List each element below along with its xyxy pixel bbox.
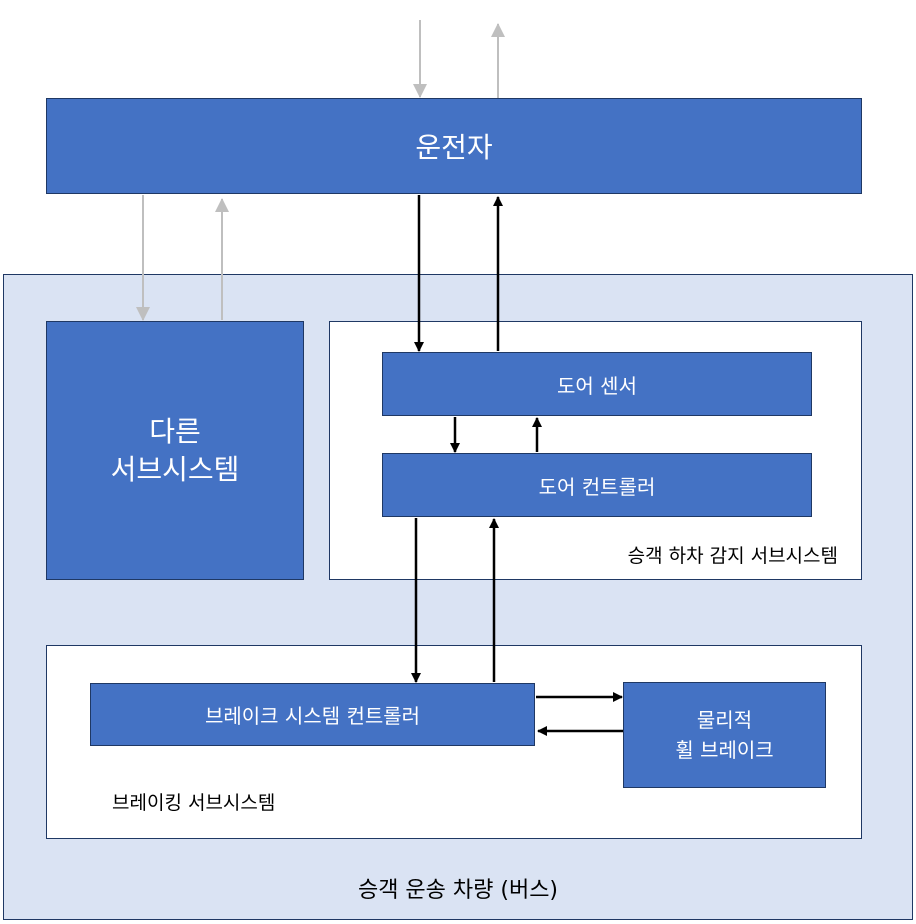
driver-block: 운전자 xyxy=(46,98,862,194)
door-subsystem-label: 승객 하차 감지 서브시스템 xyxy=(627,545,838,567)
braking-subsystem-label: 브레이킹 서브시스템 xyxy=(112,792,276,814)
wheel-brake-block: 물리적 휠 브레이크 xyxy=(623,682,826,788)
door-controller-block: 도어 컨트롤러 xyxy=(382,453,812,517)
brake-controller-block: 브레이크 시스템 컨트롤러 xyxy=(90,683,535,746)
door-sensor-label: 도어 센서 xyxy=(557,373,637,398)
driver-label: 운전자 xyxy=(415,131,493,164)
other-subsystem-label-line1: 다른 xyxy=(149,414,201,448)
brake-controller-label: 브레이크 시스템 컨트롤러 xyxy=(204,704,421,728)
door-sensor-block: 도어 센서 xyxy=(382,352,812,416)
door-controller-label: 도어 컨트롤러 xyxy=(538,474,656,499)
wheel-brake-label-line1: 물리적 xyxy=(696,708,753,732)
other-subsystem-block: 다른 서브시스템 xyxy=(46,321,304,580)
wheel-brake-label-line2: 휠 브레이크 xyxy=(675,738,774,762)
vehicle-label: 승객 운송 차량 (버스) xyxy=(357,878,559,903)
other-subsystem-label-line2: 서브시스템 xyxy=(110,452,240,486)
